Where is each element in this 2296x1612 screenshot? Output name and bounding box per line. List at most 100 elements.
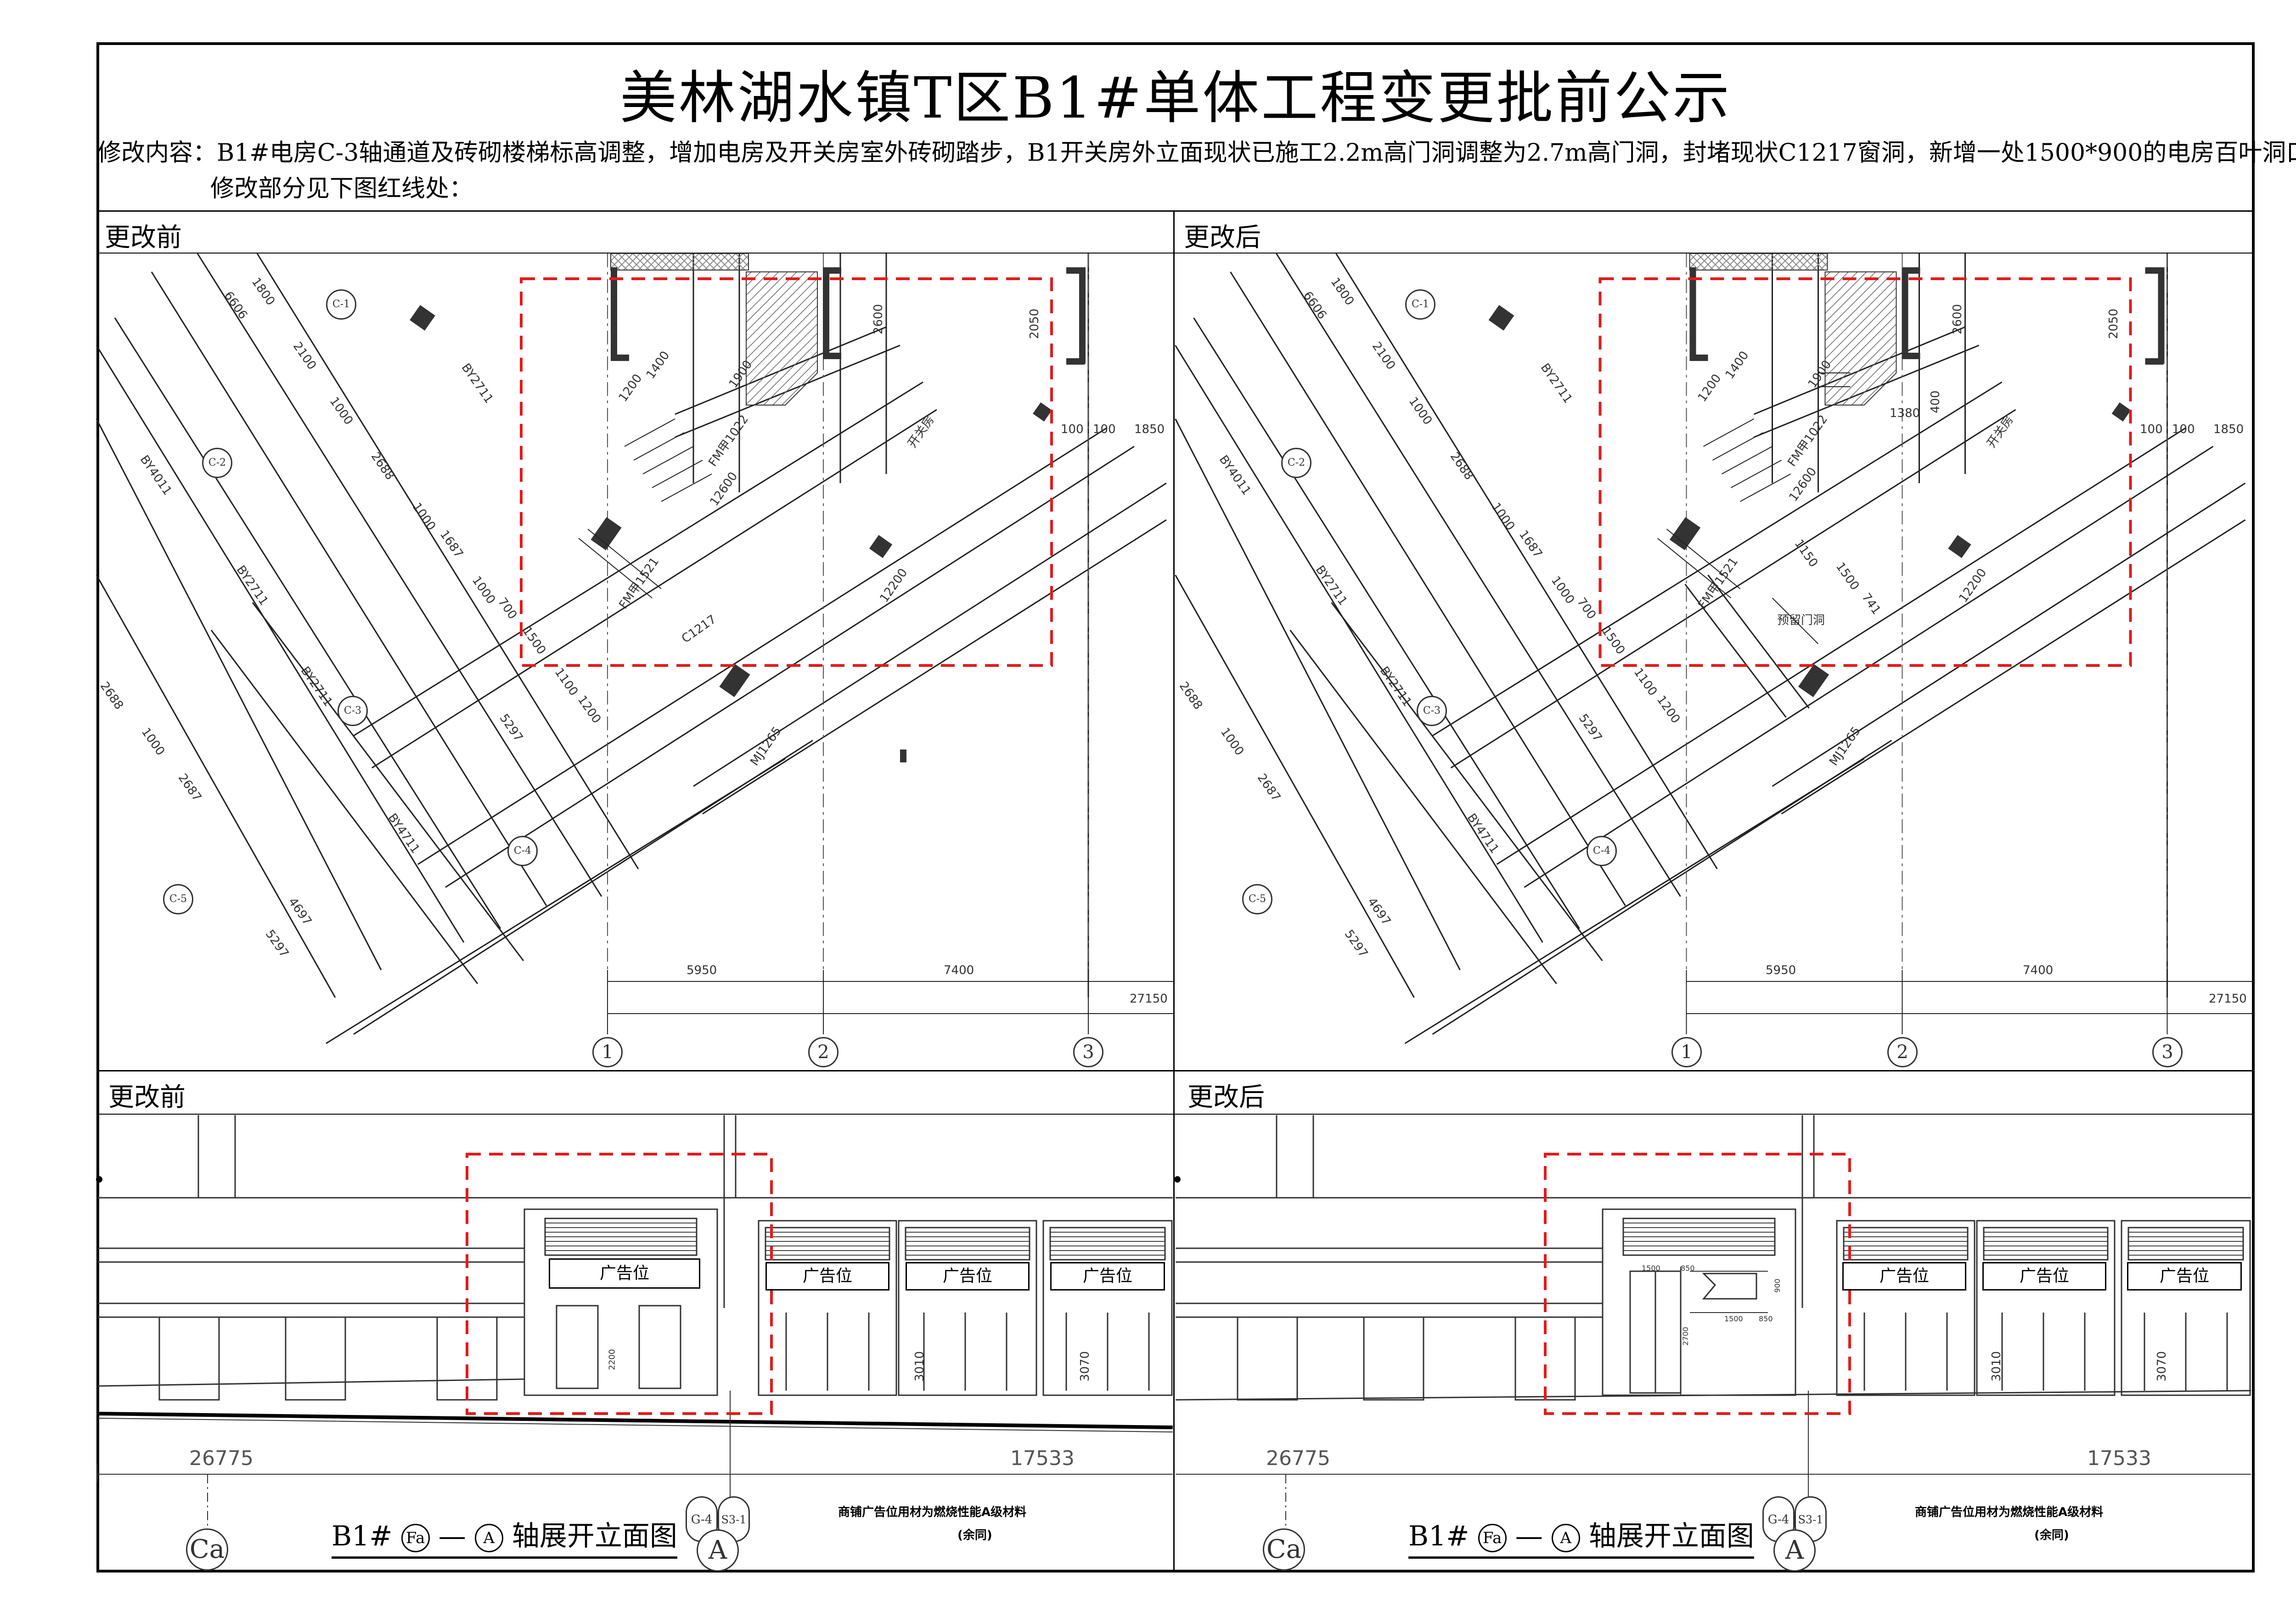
elev-before-ad-center: 广告位	[549, 1258, 700, 1289]
elev-after-dim-left: 26775	[1266, 1447, 1330, 1470]
elev-after-dim-right: 17533	[2087, 1447, 2151, 1470]
plan-after-dim-400: 400	[1928, 390, 1942, 413]
elev-before-ad-1-label: 广告位	[802, 1267, 852, 1285]
plan-after-dim-100a: 100	[2140, 423, 2163, 436]
elev-before-ad-2-label: 广告位	[942, 1267, 992, 1285]
elev-before-label: 更改前	[108, 1082, 186, 1112]
drawing-frame	[96, 42, 2255, 1573]
elev-after-ad-1: 广告位	[1842, 1262, 1966, 1291]
elev-after-height-3070: 3070	[2155, 1351, 2169, 1382]
elev-before-caption-dash: —	[438, 1520, 466, 1552]
plan-after-dim-1850: 1850	[2213, 423, 2244, 436]
elev-after-note-line1: 商铺广告位用材为燃烧性能A级材料	[1915, 1505, 2104, 1519]
plan-after-reserve-label: 预留门洞	[1777, 614, 1825, 627]
plan-after-dim-5950: 5950	[1766, 964, 1796, 977]
elev-after-caption-axis-a: A	[1551, 1524, 1580, 1553]
elev-before-caption-axis-fa: Fa	[401, 1524, 430, 1553]
plan-after-axis-c1: C-1	[1405, 289, 1435, 320]
divider-plan-label	[96, 253, 2255, 254]
plan-after-dim-100b: 100	[2172, 423, 2195, 436]
elev-after-dim-1500b: 1500	[1724, 1314, 1743, 1323]
plan-after-axis-c5: C-5	[1242, 884, 1272, 914]
divider-center	[1173, 210, 1175, 1573]
elev-before-ad-2: 广告位	[906, 1262, 1030, 1291]
elev-before-dim-left: 26775	[189, 1447, 253, 1470]
plan-after-dim-2600: 2600	[1951, 304, 1965, 335]
plan-after-label: 更改后	[1184, 223, 1261, 253]
plan-before-dim-100a: 100	[1061, 423, 1084, 436]
plan-after-axis-c4: C-4	[1587, 836, 1617, 866]
elev-before-axis-s3: S3-1	[718, 1496, 750, 1542]
plan-before-axis-c2: C-2	[202, 448, 232, 478]
plan-before-axis-c1: C-1	[326, 289, 356, 320]
elev-after-caption-dash: —	[1515, 1520, 1543, 1552]
elev-after-dim-2700: 2700	[1681, 1327, 1690, 1346]
elev-after-caption-suffix: 轴展开立面图	[1588, 1520, 1754, 1552]
plan-before-dim-2600: 2600	[872, 304, 886, 335]
plan-before-dim-27150: 27150	[1130, 992, 1168, 1006]
elev-after-caption: B1# Fa — A 轴展开立面图	[1408, 1514, 1754, 1559]
elev-after-ad-3-label: 广告位	[2159, 1267, 2209, 1285]
elev-after-axis-s3: S3-1	[1795, 1496, 1827, 1542]
elev-after-ad-1-label: 广告位	[1879, 1267, 1929, 1285]
elev-after-ad-2-label: 广告位	[2019, 1267, 2069, 1285]
elev-after-drawing	[1174, 1115, 2251, 1556]
plan-before-axis-3: 3	[1073, 1037, 1103, 1067]
plan-after-axis-2: 2	[1887, 1037, 1918, 1067]
elev-after-ad-2: 广告位	[1982, 1262, 2106, 1291]
plan-after-axis-1: 1	[1671, 1037, 1702, 1067]
elev-after-axis-a: A	[1773, 1529, 1816, 1572]
divider-mid	[96, 1070, 2255, 1071]
plan-before-dim-2050: 2050	[1028, 308, 1042, 339]
plan-before-axis-1: 1	[592, 1037, 623, 1067]
plan-before-dim-5950: 5950	[687, 964, 717, 977]
elev-after-dim-850: 850	[1681, 1264, 1695, 1273]
page-title: 美林湖水镇T区B1#单体工程变更批前公示	[619, 65, 1732, 131]
elev-before-dim-right: 17533	[1010, 1447, 1075, 1470]
plan-before-axis-2: 2	[808, 1037, 838, 1067]
plan-before-axis-c3: C-3	[338, 696, 368, 726]
elev-after-note-line2: (余同)	[2034, 1528, 2069, 1542]
elev-before-note-line2: (余同)	[957, 1528, 992, 1542]
elev-before-height-3010: 3010	[913, 1351, 927, 1382]
elev-before-height-2200: 2200	[607, 1349, 617, 1370]
elev-after-caption-axis-fa: Fa	[1478, 1524, 1507, 1553]
plan-after-dim-27150: 27150	[2209, 992, 2247, 1006]
elev-before-ad-3-label: 广告位	[1082, 1267, 1132, 1285]
plan-before-dim-100b: 100	[1093, 423, 1116, 436]
change-description: 修改内容：B1#电房C-3轴通道及砖砌楼梯标高调整，增加电房及开关房室外砖砌踏步…	[97, 139, 2296, 167]
elev-after-caption-prefix: B1#	[1408, 1520, 1469, 1552]
plan-after-dim-7400: 7400	[2023, 964, 2054, 977]
elev-before-note-line1: 商铺广告位用材为燃烧性能A级材料	[838, 1505, 1027, 1519]
plan-before-axis-c5: C-5	[163, 884, 193, 914]
plan-after-dim-2050: 2050	[2107, 308, 2121, 339]
elev-before-ad-center-label: 广告位	[599, 1264, 649, 1283]
elev-before-axis-ca: Ca	[186, 1528, 228, 1571]
elev-after-dim-1500: 1500	[1642, 1264, 1660, 1273]
change-description-note: 修改部分见下图红线处：	[210, 175, 473, 203]
elev-before-caption-axis-a: A	[474, 1524, 503, 1553]
elev-before-ad-3: 广告位	[1050, 1262, 1165, 1291]
plan-after-drawing	[1175, 253, 2252, 1044]
plan-after-dim-1380: 1380	[1890, 406, 1920, 420]
plan-after-axis-c3: C-3	[1417, 696, 1447, 726]
divider-header	[96, 210, 2255, 212]
elev-before-height-3070: 3070	[1078, 1351, 1092, 1382]
plan-after-axis-3: 3	[2152, 1037, 2183, 1067]
elev-after-ad-3: 广告位	[2127, 1262, 2242, 1291]
elev-after-dim-900: 900	[1773, 1279, 1782, 1293]
divider-elev-label	[96, 1114, 2255, 1115]
plan-before-axis-c4: C-4	[507, 836, 538, 866]
elev-after-height-3010: 3010	[1990, 1351, 2004, 1382]
elev-before-axis-a: A	[697, 1529, 739, 1572]
elev-after-label: 更改后	[1187, 1082, 1265, 1112]
plan-before-dim-7400: 7400	[944, 964, 974, 977]
plan-before-drawing	[96, 253, 1173, 1044]
plan-after-axis-c2: C-2	[1281, 448, 1311, 478]
elev-before-caption: B1# Fa — A 轴展开立面图	[332, 1514, 677, 1559]
plan-before-label: 更改前	[105, 223, 182, 253]
elev-before-caption-suffix: 轴展开立面图	[512, 1520, 677, 1552]
elev-before-drawing	[96, 1115, 1173, 1556]
plan-before-dim-1850: 1850	[1134, 423, 1165, 436]
elev-before-ad-1: 广告位	[765, 1262, 889, 1291]
